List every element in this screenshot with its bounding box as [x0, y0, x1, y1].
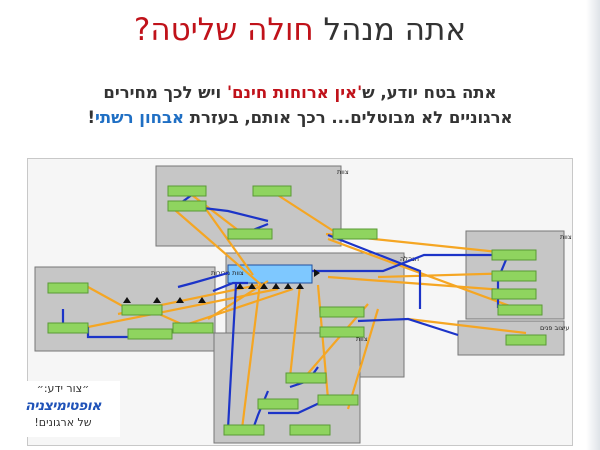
network-node — [317, 394, 359, 406]
network-node — [167, 200, 207, 212]
links — [61, 191, 527, 430]
title-text: אתה מנהל — [313, 12, 467, 48]
slide-subtitle: אתה בטח יודע, ש'אין ארוחות חינם' ויש לכך… — [30, 80, 570, 130]
link-orange — [407, 317, 527, 335]
arrow-marker — [248, 283, 256, 289]
network-node — [319, 306, 365, 318]
slide-edge-shade — [586, 0, 600, 450]
link-orange — [87, 287, 279, 329]
arrow-marker — [176, 297, 184, 303]
arrow-marker — [198, 297, 206, 303]
link-orange — [346, 308, 380, 410]
network-node — [332, 228, 378, 240]
subtitle-text-2a: ארגוניים לא מבוטלים... רכך אותם, בעזרת — [184, 108, 513, 127]
network-node — [257, 398, 299, 410]
link-blue — [327, 233, 422, 309]
credit-line-3: של ארגונים! — [34, 416, 92, 429]
group-label-small: עיצוב פנים — [540, 324, 569, 332]
link-orange — [240, 282, 262, 430]
link-orange — [187, 191, 244, 235]
group-label-bottom: צוות — [356, 335, 368, 343]
network-node — [491, 270, 537, 282]
arrow-marker — [236, 283, 244, 289]
arrow-marker — [284, 283, 292, 289]
nodes — [47, 185, 547, 436]
network-node — [223, 424, 265, 436]
subtitle-text-1c: ויש לכך מחירים — [103, 83, 227, 102]
title-accent: חולה שליטה? — [133, 12, 314, 48]
network-node — [47, 282, 89, 294]
link-orange — [172, 287, 294, 331]
network-node — [252, 185, 292, 197]
link-blue — [177, 271, 229, 289]
subtitle-quote: 'אין ארוחות חינם' — [226, 83, 363, 102]
slide-title: אתה מנהל חולה שליטה? — [0, 8, 600, 52]
group-label-center: הנהלה — [400, 255, 419, 263]
arrow-marker — [153, 297, 161, 303]
network-node — [47, 322, 89, 334]
network-node — [285, 372, 327, 384]
link-orange — [167, 203, 267, 290]
subtitle-line-1: אתה בטח יודע, ש'אין ארוחות חינם' ויש לכך… — [30, 80, 570, 105]
subtitle-text-1a: אתה בטח יודע, ש — [362, 83, 497, 102]
arrow-marker — [123, 297, 131, 303]
group-label-right: צוות — [560, 233, 572, 241]
link-orange — [288, 284, 302, 378]
link-orange — [87, 286, 129, 310]
network-node — [491, 249, 537, 261]
credit-line-1: ״צור ידע:״ — [36, 382, 90, 395]
link-orange — [327, 237, 519, 311]
network-diagram: צוות צוות צוות מכירות הנהלה עיצוב פנים צ… — [27, 158, 573, 446]
center-markers — [123, 269, 320, 303]
network-node — [505, 334, 547, 346]
credit-logo-text: אופטימיצניה — [25, 398, 101, 414]
credit-box: ״צור ידע:״ אופטימיצניה של ארגונים! — [6, 381, 120, 437]
link-orange — [272, 191, 339, 235]
network-node — [491, 288, 537, 300]
arrow-marker — [272, 283, 280, 289]
arrow-marker — [260, 283, 268, 289]
network-node — [497, 304, 543, 316]
link-blue — [226, 283, 238, 430]
subtitle-highlight: אבחון רשתי — [94, 108, 185, 127]
link-orange — [207, 280, 269, 320]
network-node — [227, 228, 273, 240]
network-node — [167, 185, 207, 197]
arrow-marker — [314, 269, 320, 277]
link-orange — [202, 204, 254, 276]
subtitle-line-2: ארגוניים לא מבוטלים... רכך אותם, בעזרת א… — [30, 105, 570, 130]
network-node — [127, 328, 173, 340]
network-node — [289, 424, 331, 436]
link-blue — [212, 281, 248, 293]
network-node — [121, 304, 163, 316]
network-node — [319, 326, 365, 338]
arrow-marker — [296, 283, 304, 289]
network-node — [172, 322, 214, 334]
link-blue — [312, 253, 508, 273]
network-diagram-canvas: צוות צוות צוות מכירות הנהלה עיצוב פנים צ… — [34, 165, 572, 444]
link-orange — [327, 275, 519, 293]
link-blue — [357, 317, 459, 337]
group-label-top: צוות — [337, 168, 349, 176]
subtitle-text-2c: ! — [87, 108, 95, 127]
